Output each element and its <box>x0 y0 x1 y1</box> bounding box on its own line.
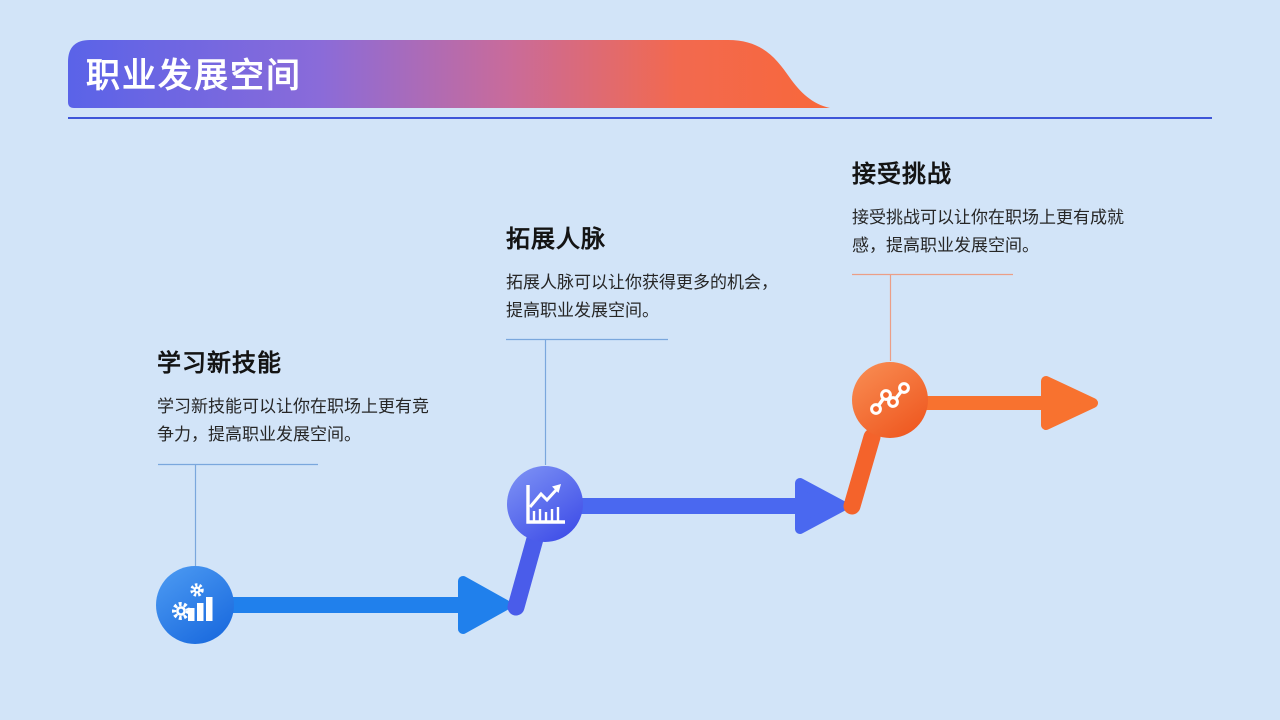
step-title: 拓展人脉 <box>506 226 606 253</box>
header-underline <box>68 117 1212 119</box>
gears-bar-chart-icon <box>172 583 213 621</box>
step-block-expand-network: 拓展人脉 拓展人脉可以让你获得更多的机会，提高职业发展空间。 <box>506 226 806 325</box>
step-2-connector-line <box>506 338 668 465</box>
trend-nodes-icon <box>870 382 910 415</box>
step-description: 拓展人脉可以让你获得更多的机会，提高职业发展空间。 <box>506 273 778 320</box>
arrow-1 <box>195 576 511 634</box>
riser-1 <box>507 519 547 616</box>
step-title: 接受挑战 <box>852 161 952 188</box>
arrow-2 <box>545 478 848 534</box>
riser-2 <box>843 428 881 515</box>
step-description: 接受挑战可以让你在职场上更有成就感，提高职业发展空间。 <box>852 208 1124 255</box>
step-circle-2 <box>507 466 583 542</box>
step-block-accept-challenges: 接受挑战 接受挑战可以让你在职场上更有成就感，提高职业发展空间。 <box>852 161 1152 260</box>
page-title: 职业发展空间 <box>86 57 302 95</box>
step-block-learn-skills: 学习新技能 学习新技能可以让你在职场上更有竞争力，提高职业发展空间。 <box>157 350 457 449</box>
header-banner <box>68 40 830 108</box>
arrow-3 <box>890 376 1098 430</box>
step-title: 学习新技能 <box>157 350 282 377</box>
step-1-connector-line <box>158 463 318 566</box>
growth-chart-icon <box>526 484 565 524</box>
step-circle-1 <box>156 566 234 644</box>
step-description: 学习新技能可以让你在职场上更有竞争力，提高职业发展空间。 <box>157 397 429 444</box>
header-banner-shape <box>68 40 830 108</box>
step-3-connector-line <box>852 273 1013 361</box>
